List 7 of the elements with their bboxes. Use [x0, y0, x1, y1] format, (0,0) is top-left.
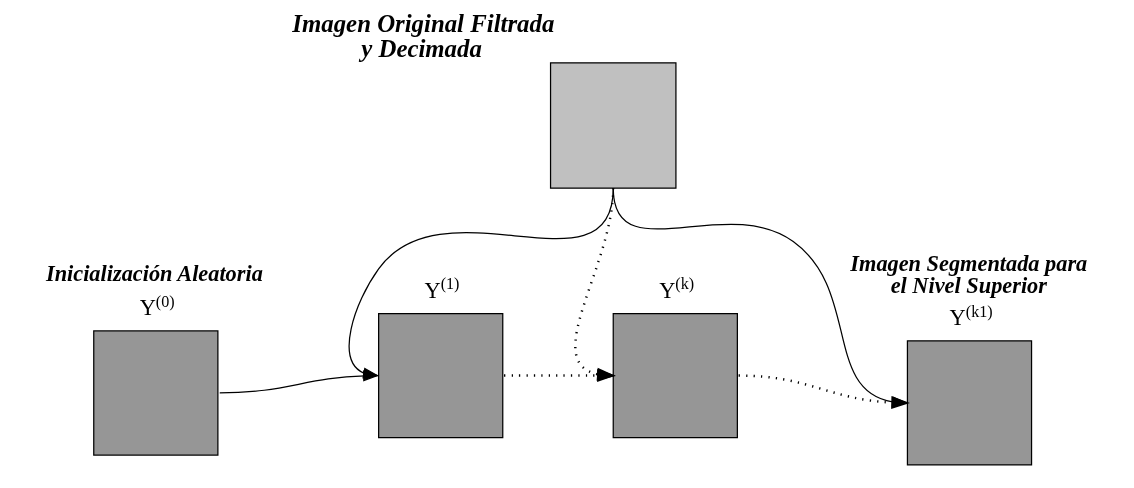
node-label: Y$^{(0)}$ — [139, 292, 175, 321]
node-label: Inicialización Aleatoria — [45, 260, 263, 286]
node-label: Y$^{(k1)}$ — [949, 302, 993, 331]
node-label: Y$^{(1)}$ — [424, 275, 460, 303]
node-label: Y$^{(k)}$ — [659, 275, 695, 303]
node-label: Imagen Segmentada para el Nivel Superior — [850, 250, 1088, 298]
node-label: Imagen Original Filtrada y Decimada — [292, 9, 555, 62]
